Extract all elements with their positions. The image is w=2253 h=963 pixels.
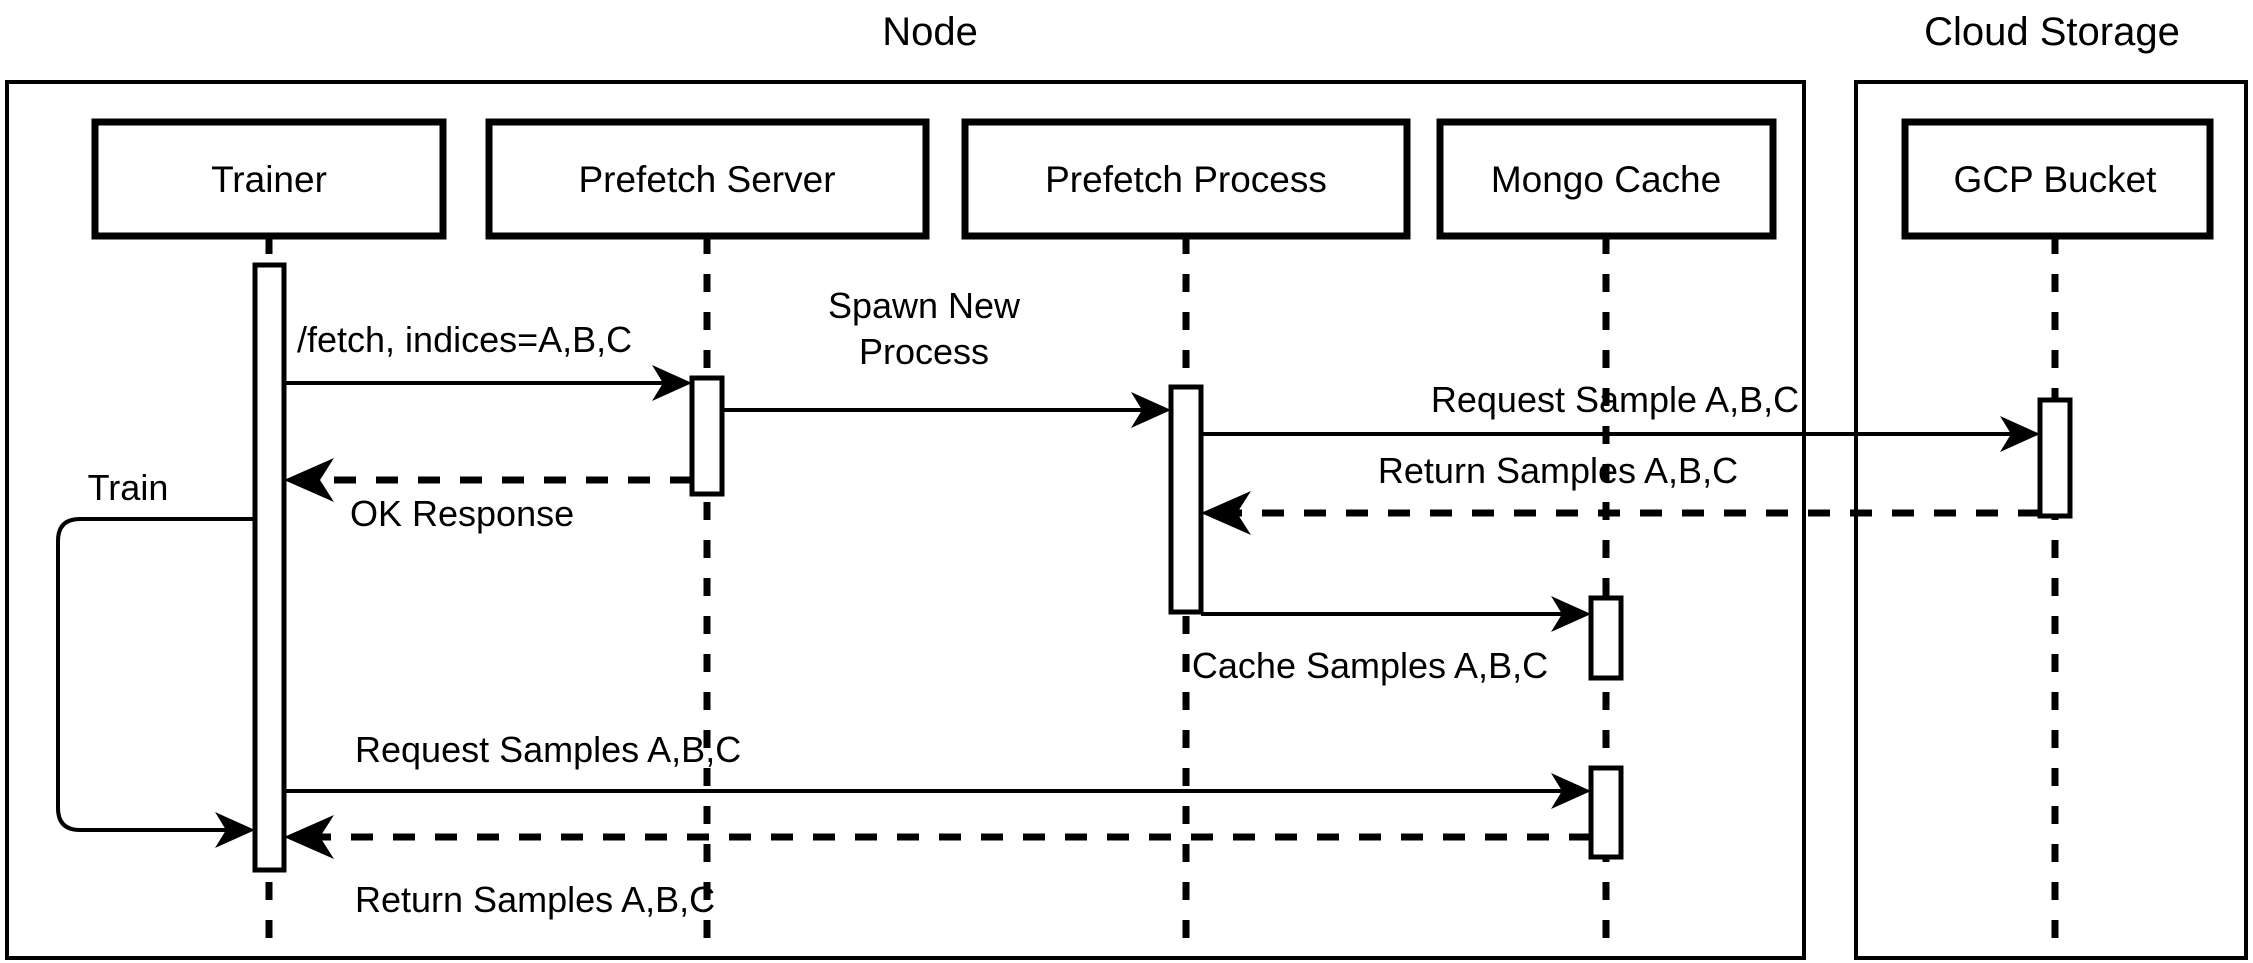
- participant-prefetch-process-label: Prefetch Process: [1045, 159, 1327, 200]
- message-ok-response-label: OK Response: [350, 493, 574, 534]
- activation-gcp-bucket: [2037, 397, 2073, 519]
- message-request-sample-label: Request Sample A,B,C: [1431, 379, 1799, 420]
- message-fetch-indices-arrowhead: [652, 365, 692, 401]
- message-train-loop-path: [56, 517, 255, 832]
- message-train-loop-label: Train: [88, 467, 169, 508]
- message-ok-response: OK Response: [284, 458, 692, 534]
- message-request-samples-cache: Request Samples A,B,C: [284, 729, 1591, 809]
- message-spawn-new-process-label-line1: Spawn New: [828, 285, 1021, 326]
- message-request-sample-arrowhead: [2000, 416, 2040, 452]
- message-return-samples-cache-label: Return Samples A,B,C: [355, 879, 715, 920]
- participant-trainer-box[interactable]: [91, 118, 447, 240]
- message-cache-samples-label: Cache Samples A,B,C: [1192, 645, 1548, 686]
- message-spawn-new-process-label-line2: Process: [859, 331, 989, 372]
- node-frame-border: [5, 80, 1806, 960]
- participant-trainer-label: Trainer: [211, 159, 327, 200]
- cloud-storage-frame-title: Cloud Storage: [1924, 10, 2180, 54]
- message-return-samples-gcp: Return Samples A,B,C: [1201, 450, 2040, 535]
- message-return-samples-cache: Return Samples A,B,C: [284, 815, 1591, 920]
- message-request-samples-cache-label: Request Samples A,B,C: [355, 729, 741, 770]
- message-fetch-indices: /fetch, indices=A,B,C: [284, 319, 692, 401]
- activation-prefetch-process: [1168, 384, 1204, 615]
- participant-prefetch-process-box[interactable]: [961, 118, 1411, 240]
- activation-mongo-cache-2: [1588, 765, 1624, 860]
- participant-trainer[interactable]: Trainer: [91, 118, 447, 240]
- activation-trainer: [252, 262, 287, 873]
- participant-gcp-bucket-label: GCP Bucket: [1954, 159, 2158, 200]
- message-request-samples-cache-arrowhead: [1551, 773, 1591, 809]
- participant-prefetch-server-box[interactable]: [485, 118, 930, 240]
- activation-prefetch-server: [689, 375, 725, 497]
- message-train-loop: Train: [56, 467, 255, 848]
- cloud-storage-frame-border: [1854, 80, 2248, 960]
- participant-mongo-cache-label: Mongo Cache: [1491, 159, 1721, 200]
- message-return-samples-cache-arrowhead: [284, 815, 334, 859]
- message-train-loop-arrowhead: [215, 812, 255, 848]
- message-return-samples-gcp-arrowhead: [1201, 491, 1251, 535]
- message-spawn-new-process: Spawn New Process: [722, 285, 1171, 428]
- participant-mongo-cache[interactable]: Mongo Cache: [1436, 118, 1777, 240]
- participant-prefetch-server[interactable]: Prefetch Server: [485, 118, 930, 240]
- message-cache-samples: Cache Samples A,B,C: [1192, 596, 1591, 686]
- participant-gcp-bucket[interactable]: GCP Bucket: [1901, 118, 2214, 240]
- activation-mongo-cache-1: [1588, 595, 1624, 681]
- message-spawn-new-process-arrowhead: [1131, 392, 1171, 428]
- message-return-samples-gcp-label: Return Samples A,B,C: [1378, 450, 1738, 491]
- participant-prefetch-server-label: Prefetch Server: [578, 159, 835, 200]
- message-fetch-indices-label: /fetch, indices=A,B,C: [297, 319, 632, 360]
- node-frame-title: Node: [882, 10, 978, 54]
- message-ok-response-arrowhead: [284, 458, 334, 502]
- message-cache-samples-arrowhead: [1551, 596, 1591, 632]
- participant-mongo-cache-box[interactable]: [1436, 118, 1777, 240]
- participant-prefetch-process[interactable]: Prefetch Process: [961, 118, 1411, 240]
- participant-gcp-bucket-box[interactable]: [1901, 118, 2214, 240]
- message-request-sample: Request Sample A,B,C: [1201, 379, 2040, 452]
